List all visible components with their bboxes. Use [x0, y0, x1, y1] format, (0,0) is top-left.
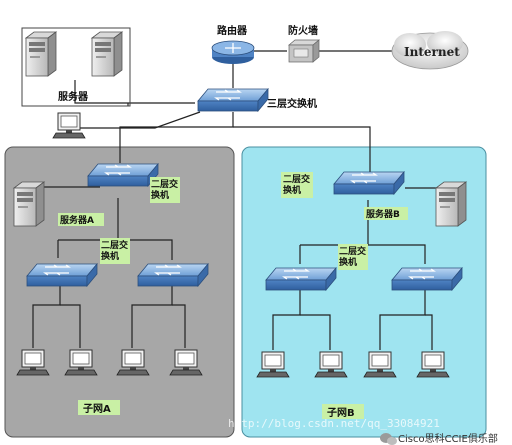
router-icon [211, 40, 255, 64]
firewall-icon [288, 39, 320, 63]
wechat-icon [380, 433, 397, 445]
subnet-b-label-bg [322, 404, 364, 419]
switch-l2-a-mid-label-bg [100, 238, 130, 264]
internet-label: Internet [404, 45, 460, 59]
watermark-brand: Cisco思科CCIE俱乐部 [398, 432, 498, 445]
server-b-label-bg [364, 207, 408, 220]
server-b-label: 服务器B [366, 208, 400, 220]
pc-a-3-icon [116, 349, 150, 376]
pc-a-4-icon [169, 349, 203, 376]
core-switch-label: 三层交换机 [267, 97, 317, 110]
switch-l2-b-mid-label-bg [338, 244, 368, 270]
core-switch-icon [197, 88, 269, 112]
servers-top-group-frame [21, 27, 131, 107]
server-b-icon [435, 181, 467, 227]
pc-b-4-icon [416, 351, 450, 378]
switch-l2-b-right-icon [391, 267, 463, 291]
switch-l2-a-top-label: 二层交换机 [151, 178, 178, 201]
switch-l2-a-mid-label: 二层交换机 [101, 239, 128, 262]
watermark-url: http://blog.csdn.net/qq_33084921 [228, 417, 440, 430]
pc-b-2-icon [314, 351, 348, 378]
pc-b-3-icon [363, 351, 397, 378]
router-label: 路由器 [217, 24, 248, 37]
firewall-label: 防火墙 [288, 24, 318, 37]
server-a-label-bg [58, 213, 104, 226]
switch-l2-b-left-icon [265, 267, 337, 291]
switch-l2-b-mid-label: 二层交换机 [339, 245, 366, 268]
internet-cloud-icon [391, 31, 469, 70]
pc-a-2-icon [64, 349, 98, 376]
switch-l2-b-top-label-bg [281, 172, 313, 198]
subnet-a-label: 子网A [83, 403, 111, 415]
server-a-label: 服务器A [60, 214, 94, 226]
server-top-1-icon [25, 31, 57, 77]
switch-l2-a-right-icon [137, 263, 209, 287]
servers-top-label: 服务器 [58, 90, 89, 103]
pc-b-1-icon [256, 351, 290, 378]
switch-l2-a-top-label-bg [150, 177, 180, 203]
server-a-icon [13, 181, 45, 227]
switch-l2-a-left-icon [26, 263, 98, 287]
switch-l2-b-top-label: 二层交换机 [283, 173, 310, 196]
pc-a-1-icon [16, 349, 50, 376]
admin-pc-icon [52, 112, 86, 139]
switch-l2-a-top-icon [87, 163, 159, 187]
subnet-a-label-bg [78, 400, 120, 415]
server-top-2-icon [91, 31, 123, 77]
switch-l2-b-top-icon [333, 171, 405, 195]
subnet-b-label: 子网B [327, 407, 355, 419]
